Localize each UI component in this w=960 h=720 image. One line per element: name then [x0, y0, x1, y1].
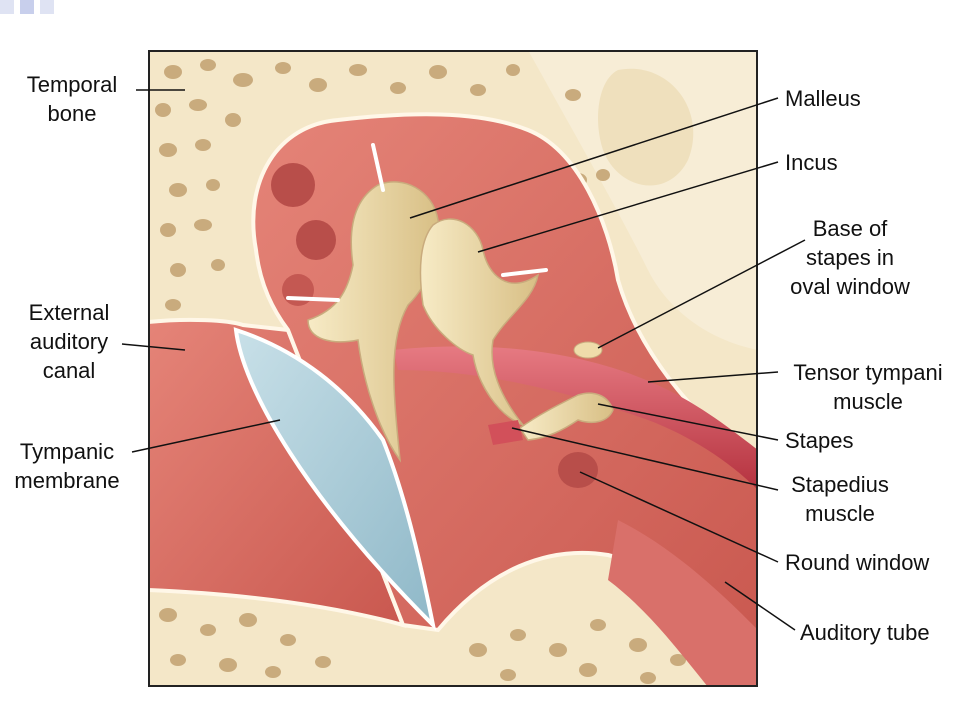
- label-base-of-stapes: Base of stapes in oval window: [790, 216, 910, 299]
- label-malleus: Malleus: [785, 86, 861, 111]
- label-incus: Incus: [785, 150, 838, 175]
- middle-ear-illustration: [148, 50, 758, 687]
- label-stapes: Stapes: [785, 428, 854, 453]
- label-tensor-tympani: Tensor tympani muscle: [793, 360, 943, 414]
- label-temporal-bone: Temporal bone: [26, 72, 118, 126]
- label-auditory-tube: Auditory tube: [800, 620, 930, 645]
- label-tympanic-membrane: Tympanic membrane: [14, 439, 120, 493]
- incus: [419, 218, 540, 427]
- round-window: [558, 452, 598, 488]
- label-external-auditory-canal: External auditory canal: [28, 300, 110, 383]
- label-round-window: Round window: [785, 550, 930, 575]
- external-auditory-canal: [148, 317, 407, 628]
- corner-decoration: [0, 0, 54, 14]
- label-stapedius: Stapedius muscle: [791, 472, 889, 526]
